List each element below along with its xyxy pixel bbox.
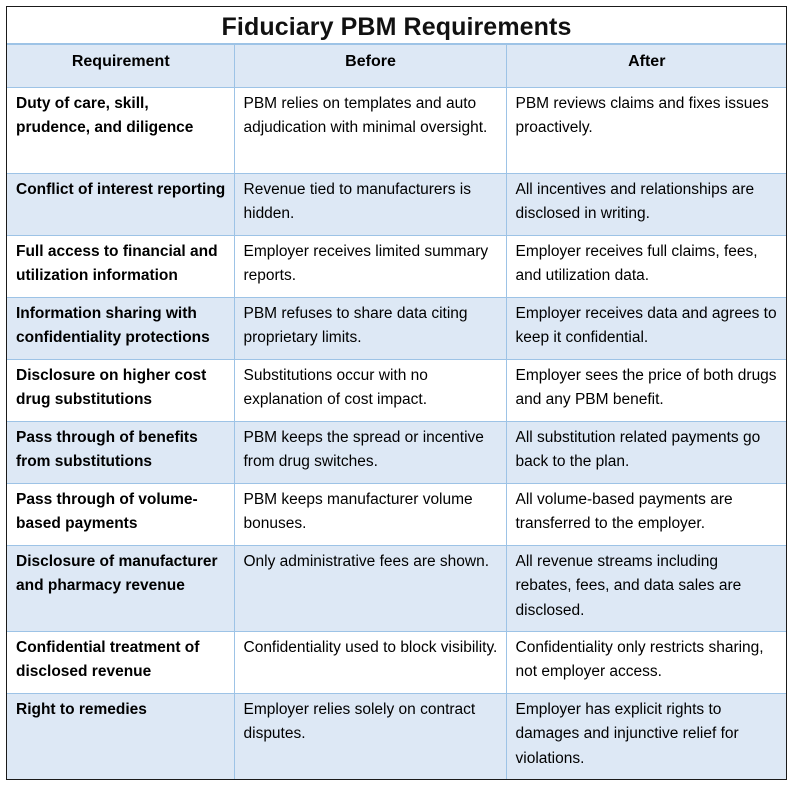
requirement-cell: Confidential treatment of disclosed reve… — [7, 631, 235, 694]
requirement-cell: Disclosure of manufacturer and pharmacy … — [7, 545, 235, 632]
after-cell: All substitution related payments go bac… — [506, 421, 786, 484]
requirement-cell: Conflict of interest reporting — [7, 173, 235, 236]
column-header-before: Before — [234, 45, 507, 88]
table-row: Disclosure on higher cost drug substitut… — [7, 359, 786, 422]
before-cell: Employer receives limited summary report… — [234, 235, 507, 298]
requirement-cell: Pass through of volume-based payments — [7, 483, 235, 546]
before-cell: PBM refuses to share data citing proprie… — [234, 297, 507, 360]
table-row: Duty of care, skill, prudence, and dilig… — [7, 87, 786, 174]
table-row: Pass through of benefits from substituti… — [7, 421, 786, 484]
column-header-after: After — [506, 45, 786, 88]
before-cell: PBM relies on templates and auto adjudic… — [234, 87, 507, 174]
requirement-cell: Disclosure on higher cost drug substitut… — [7, 359, 235, 422]
after-cell: Employer receives data and agrees to kee… — [506, 297, 786, 360]
after-cell: Employer receives full claims, fees, and… — [506, 235, 786, 298]
requirement-cell: Right to remedies — [7, 693, 235, 779]
requirement-cell: Information sharing with confidentiality… — [7, 297, 235, 360]
header-row: Requirement Before After — [7, 45, 786, 88]
table-row: Information sharing with confidentiality… — [7, 297, 786, 360]
table-title: Fiduciary PBM Requirements — [7, 7, 786, 45]
after-cell: All incentives and relationships are dis… — [506, 173, 786, 236]
requirements-table-container: Fiduciary PBM Requirements Requirement B… — [6, 6, 787, 780]
table-row: Disclosure of manufacturer and pharmacy … — [7, 545, 786, 632]
after-cell: PBM reviews claims and fixes issues proa… — [506, 87, 786, 174]
before-cell: Revenue tied to manufacturers is hidden. — [234, 173, 507, 236]
before-cell: Substitutions occur with no explanation … — [234, 359, 507, 422]
before-cell: PBM keeps manufacturer volume bonuses. — [234, 483, 507, 546]
before-cell: Only administrative fees are shown. — [234, 545, 507, 632]
after-cell: All volume-based payments are transferre… — [506, 483, 786, 546]
after-cell: Confidentiality only restricts sharing, … — [506, 631, 786, 694]
requirement-cell: Duty of care, skill, prudence, and dilig… — [7, 87, 235, 174]
before-cell: Employer relies solely on contract dispu… — [234, 693, 507, 779]
requirement-cell: Full access to financial and utilization… — [7, 235, 235, 298]
requirement-cell: Pass through of benefits from substituti… — [7, 421, 235, 484]
table-body: Duty of care, skill, prudence, and dilig… — [7, 87, 786, 779]
table-row: Confidential treatment of disclosed reve… — [7, 631, 786, 694]
after-cell: Employer sees the price of both drugs an… — [506, 359, 786, 422]
column-header-requirement: Requirement — [7, 45, 235, 88]
before-cell: Confidentiality used to block visibility… — [234, 631, 507, 694]
requirements-table: Requirement Before After Duty of care, s… — [7, 45, 786, 779]
before-cell: PBM keeps the spread or incentive from d… — [234, 421, 507, 484]
table-row: Full access to financial and utilization… — [7, 235, 786, 298]
after-cell: All revenue streams including rebates, f… — [506, 545, 786, 632]
after-cell: Employer has explicit rights to damages … — [506, 693, 786, 779]
